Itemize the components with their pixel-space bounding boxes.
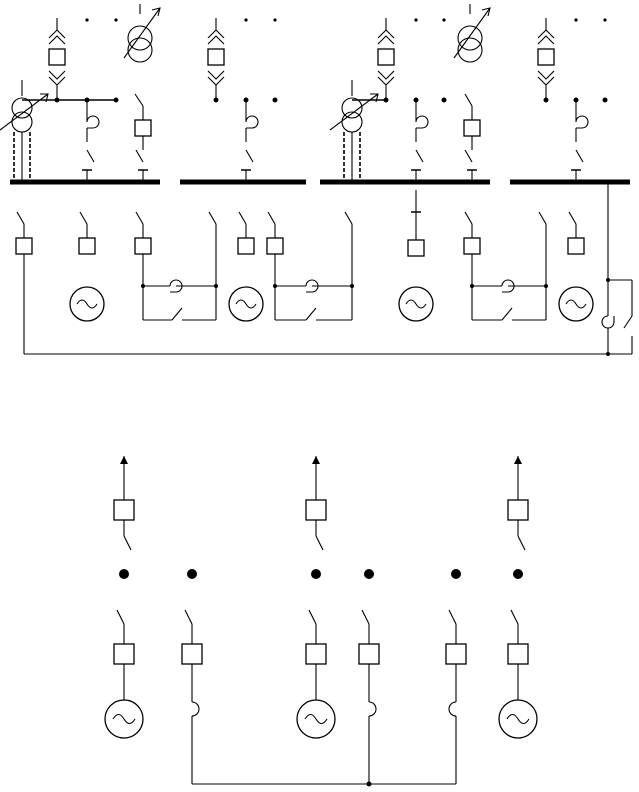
transformer-icon (453, 4, 491, 63)
bus-node (187, 569, 197, 579)
generator-icon (228, 286, 264, 322)
breaker-icon (463, 93, 481, 180)
generator-icon (558, 286, 594, 322)
section-4 (537, 18, 633, 356)
bus-node (364, 569, 374, 579)
cable-termination-icon (537, 18, 555, 100)
breaker-icon (113, 643, 135, 665)
breaker-icon (567, 237, 585, 255)
breaker-icon (113, 499, 135, 521)
breaker-icon (305, 499, 327, 521)
breaker-icon (134, 93, 152, 180)
outgoing-line-3 (507, 456, 529, 551)
reactor-bay-3 (445, 609, 467, 784)
breaker-icon (507, 643, 529, 665)
generator-icon (69, 286, 105, 322)
outgoing-line-2 (305, 456, 327, 551)
reactor-icon (571, 100, 589, 180)
cable-termination-icon (377, 18, 395, 100)
bus-node (451, 569, 461, 579)
breaker-icon (78, 237, 96, 255)
generator-icon (296, 699, 336, 739)
breaker-icon (207, 48, 225, 66)
breaker-icon (507, 499, 529, 521)
bus-node (366, 781, 372, 787)
generator-bay-3 (498, 609, 538, 739)
breaker-icon (266, 237, 284, 255)
reactor-icon (305, 279, 319, 293)
reactor-icon (501, 279, 515, 293)
arrow-icon (120, 456, 128, 464)
bus-node (513, 569, 523, 579)
reactor-icon (169, 279, 183, 293)
bottom-diagram (104, 456, 538, 787)
reactor-icon (368, 701, 377, 717)
reactor-icon (241, 100, 259, 180)
cable-termination-icon (48, 18, 66, 100)
breaker-icon (15, 237, 33, 255)
reactor-icon (411, 100, 429, 180)
breaker-icon (463, 237, 481, 255)
section-1 (0, 4, 218, 354)
reactor-bay-2 (358, 609, 380, 784)
breaker-icon (537, 48, 555, 66)
cable-termination-icon (207, 18, 225, 100)
transformer-icon (0, 80, 49, 180)
breaker-icon (305, 643, 327, 665)
arrow-icon (514, 456, 522, 464)
generator-icon (104, 699, 144, 739)
generator-bay-1 (104, 609, 144, 739)
reactor-icon (191, 701, 200, 717)
breaker-icon (358, 643, 380, 665)
section-3 (329, 4, 548, 322)
breaker-icon (445, 643, 467, 665)
generator-icon (498, 699, 538, 739)
breaker-icon (377, 48, 395, 66)
generator-bay-2 (296, 609, 336, 739)
generator-icon (398, 286, 434, 322)
reactor-bay-1 (181, 609, 203, 784)
outgoing-line-1 (113, 456, 135, 551)
reactor-icon (601, 315, 615, 329)
bus-node (311, 569, 321, 579)
breaker-icon (407, 239, 425, 257)
bus-node (119, 569, 129, 579)
breaker-icon (134, 237, 152, 255)
breaker-icon (181, 643, 203, 665)
reactor-icon (82, 100, 100, 180)
breaker-icon (237, 237, 255, 255)
transformer-icon (123, 4, 161, 63)
arrow-icon (312, 456, 320, 464)
section-2 (207, 18, 354, 322)
reactor-icon (448, 701, 457, 717)
breaker-icon (48, 48, 66, 66)
top-diagram (0, 4, 633, 356)
transformer-icon (329, 80, 379, 180)
